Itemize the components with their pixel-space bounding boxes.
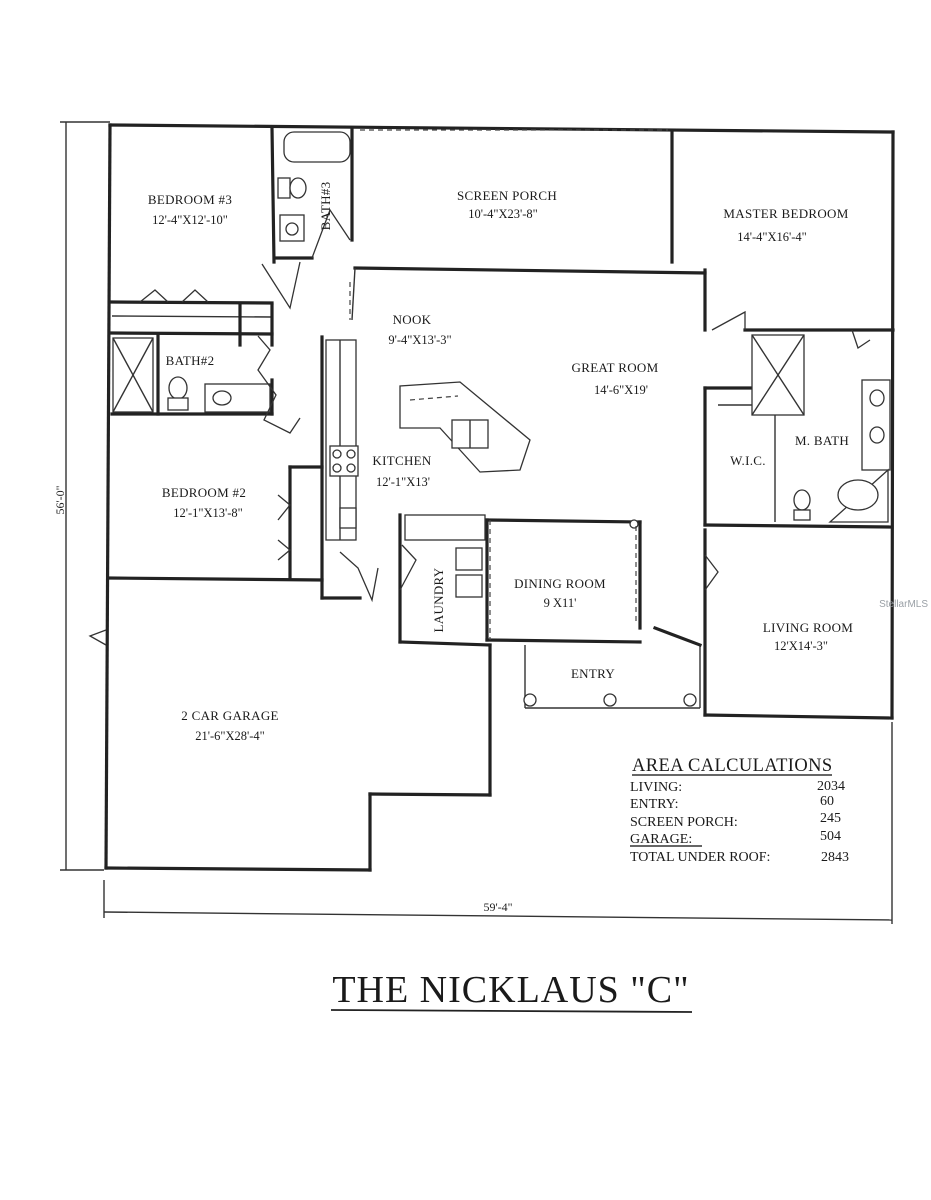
room-dims-dining-room: 9 X11' <box>544 596 577 610</box>
title-underline <box>330 1009 693 1013</box>
room-dims-kitchen: 12'-1"X13' <box>376 475 430 489</box>
room-dims-master-bedroom: 14'-4"X16'-4" <box>737 230 807 244</box>
room-name-great-room: GREAT ROOM <box>572 360 659 375</box>
room-name-mbath: M. BATH <box>795 433 849 448</box>
area-value-garage: 504 <box>820 829 841 844</box>
dimension-lines <box>60 121 893 924</box>
room-name-laundry: LAUNDRY <box>431 567 446 632</box>
room-dims-great-room: 14'-6"X19' <box>594 383 648 397</box>
area-value-total: 2843 <box>821 850 849 865</box>
room-dims-garage: 21'-6"X28'-4" <box>195 729 265 743</box>
room-dims-nook: 9'-4"X13'-3" <box>388 333 451 347</box>
area-value-living: 2034 <box>817 779 845 794</box>
area-value-screen-porch: 245 <box>820 811 841 826</box>
area-calculations: AREA CALCULATIONS LIVING: 2034 ENTRY: 60… <box>630 756 849 865</box>
room-name-bath2: BATH#2 <box>166 353 215 368</box>
room-name-bedroom2: BEDROOM #2 <box>162 485 246 500</box>
area-label-living: LIVING: <box>630 780 682 795</box>
room-name-dining-room: DINING ROOM <box>514 576 606 591</box>
room-dims-living-room: 12'X14'-3" <box>774 639 828 653</box>
room-labels: BEDROOM #3 12'-4"X12'-10" BATH#3 SCREEN … <box>148 182 853 743</box>
room-name-living-room: LIVING ROOM <box>763 620 853 635</box>
area-value-entry: 60 <box>820 794 834 809</box>
plan-title: THE NICKLAUS "C" <box>332 969 689 1011</box>
room-dims-bedroom3: 12'-4"X12'-10" <box>152 213 228 227</box>
room-name-garage: 2 CAR GARAGE <box>181 708 279 723</box>
area-label-garage: GARAGE: <box>630 832 692 847</box>
room-name-screen-porch: SCREEN PORCH <box>457 188 557 203</box>
fixtures <box>88 129 891 707</box>
area-label-entry: ENTRY: <box>630 797 679 812</box>
area-label-screen-porch: SCREEN PORCH: <box>630 815 738 830</box>
room-dims-screen-porch: 10'-4"X23'-8" <box>468 207 538 221</box>
area-calculations-heading: AREA CALCULATIONS <box>632 756 833 776</box>
area-label-total: TOTAL UNDER ROOF: <box>630 850 770 865</box>
overall-depth: 56'-0" <box>53 485 67 514</box>
overall-width: 59'-4" <box>483 900 512 914</box>
walls <box>104 123 895 872</box>
room-name-wic: W.I.C. <box>730 453 766 468</box>
room-name-entry: ENTRY <box>571 666 615 681</box>
room-name-master-bedroom: MASTER BEDROOM <box>723 206 848 221</box>
room-dims-bedroom2: 12'-1"X13'-8" <box>173 506 243 520</box>
watermark: StellarMLS <box>879 599 928 610</box>
room-name-kitchen: KITCHEN <box>372 453 431 468</box>
room-name-bedroom3: BEDROOM #3 <box>148 192 232 207</box>
room-name-bath3: BATH#3 <box>318 182 333 231</box>
room-name-nook: NOOK <box>393 312 432 327</box>
